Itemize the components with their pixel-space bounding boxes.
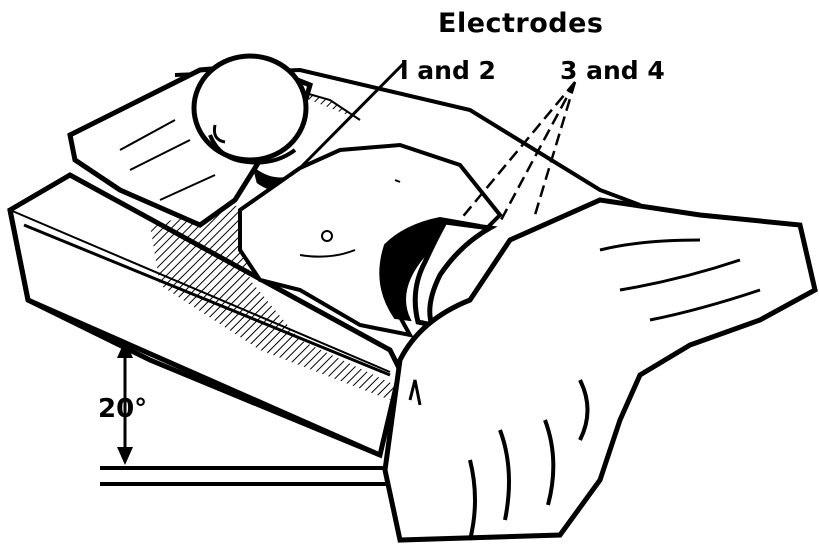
electrodes-label: Electrodes [438,10,604,37]
tilt-angle-label: 20° [98,396,147,422]
electrode-pair-1-label: l and 2 [400,58,496,83]
patient-head [194,56,306,163]
floor-lines [100,468,395,484]
electrode-pair-2-label: 3 and 4 [560,58,665,83]
